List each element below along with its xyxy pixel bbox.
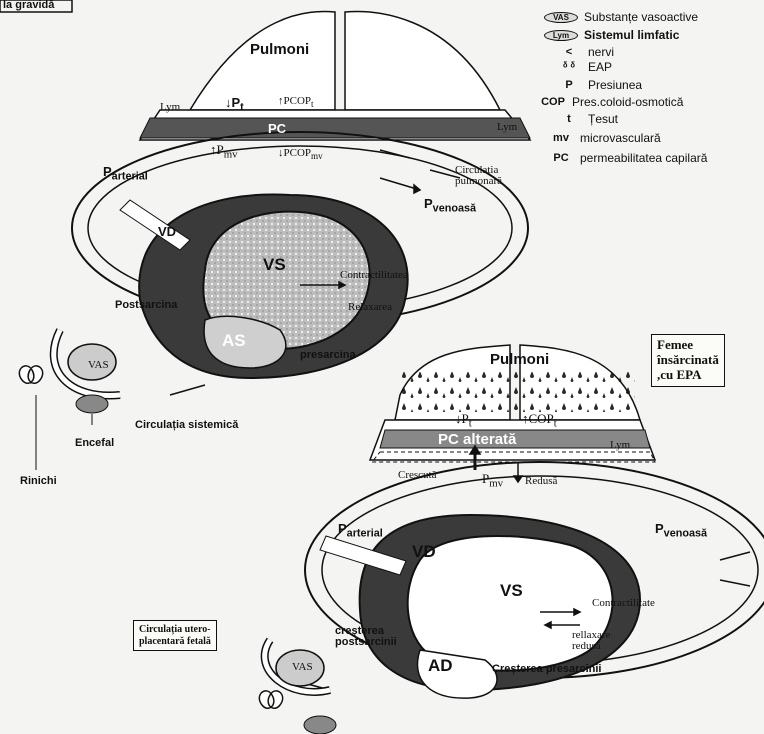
- lymph-icon: Lym: [544, 30, 578, 41]
- top-la-label: AS: [222, 332, 246, 349]
- legend-item: P Presiunea: [556, 78, 642, 92]
- bottom-pt-label: ↓Pt: [455, 412, 472, 429]
- legend-text: nervi: [588, 45, 614, 59]
- bottom-pmv-label: Pmv: [482, 472, 503, 489]
- pc-symbol: PC: [548, 152, 574, 164]
- top-rv-label: VD: [158, 225, 176, 238]
- nerve-icon: <: [556, 46, 582, 58]
- legend-item: ᵟ ᵟ EAP: [556, 60, 612, 74]
- utero-placental-box: Circulația utero- placentară fetală: [133, 620, 217, 651]
- tissue-symbol: t: [556, 113, 582, 125]
- top-p-venous: Pvenoasă: [424, 197, 476, 214]
- bottom-cop-t-label: ↑COPt: [522, 412, 557, 429]
- bottom-increased-label: Crescută: [398, 470, 436, 481]
- vas-icon: VAS: [544, 12, 578, 23]
- top-afterload-label: Postsarcina: [115, 300, 177, 311]
- bottom-reduced-label: Redusă: [525, 476, 557, 487]
- pressure-symbol: P: [556, 79, 582, 91]
- patient-box: Femee însărcinată ,cu EPA: [651, 334, 725, 387]
- top-lungs: [140, 12, 530, 140]
- mv-symbol: mv: [548, 132, 574, 144]
- top-systemic-circ-label: Circulația sistemică: [135, 420, 238, 431]
- bottom-contractility-label: Contractilitate: [592, 598, 655, 609]
- legend-text: Țesut: [588, 112, 618, 126]
- bottom-lungs-label: Pulmoni: [490, 352, 549, 367]
- top-lymph-left: Lym: [160, 102, 180, 113]
- legend-text: EAP: [588, 60, 612, 74]
- top-contractility-label: Contractilitatea: [340, 270, 408, 281]
- top-lv-label: VS: [263, 256, 286, 273]
- bottom-pc-label: PC alterată: [438, 432, 516, 447]
- bottom-p-arterial: Parterial: [338, 522, 383, 539]
- legend-item: PC permeabilitatea capilară: [548, 151, 707, 165]
- kidney-label: Rinichi: [20, 476, 57, 487]
- top-heart: [120, 194, 408, 378]
- bottom-rv-label: VD: [412, 543, 436, 560]
- top-preload-label: presarcina: [300, 350, 356, 361]
- legend-text: Substanțe vasoactive: [584, 10, 698, 24]
- legend-item: < nervi: [556, 45, 614, 59]
- top-pt-label: ↓Pt: [225, 96, 244, 113]
- legend-item: t Țesut: [556, 112, 618, 126]
- legend-text: Pres.coloid-osmotică: [572, 95, 683, 109]
- bottom-systemic: [259, 640, 336, 734]
- top-vas-label: VAS: [88, 360, 109, 371]
- brain-label: Encefal: [75, 438, 114, 449]
- corner-label: la gravidă: [3, 0, 54, 11]
- bottom-lymph-label: Lym: [610, 440, 630, 451]
- top-pcop-t-label: ↑PCOPt: [278, 96, 314, 109]
- edema-drop-icon: ᵟ ᵟ: [556, 61, 582, 73]
- cop-symbol: COP: [540, 96, 566, 108]
- bottom-ra-label: AD: [428, 657, 453, 674]
- bottom-lv-label: VS: [500, 582, 523, 599]
- legend-text: Sistemul limfatic: [584, 28, 679, 42]
- legend-text: permeabilitatea capilară: [580, 151, 707, 165]
- bottom-preload-label: Creșterea presarcinii: [492, 664, 601, 675]
- legend-text: Presiunea: [588, 78, 642, 92]
- bottom-vas-label: VAS: [292, 662, 313, 673]
- top-pc-label: PC: [268, 122, 286, 135]
- legend-item: COP Pres.coloid-osmotică: [540, 95, 683, 109]
- top-p-arterial: Parterial: [103, 165, 148, 182]
- legend-text: microvasculară: [580, 131, 661, 145]
- legend-item: VAS Substanțe vasoactive: [544, 10, 698, 24]
- bottom-p-venous: Pvenoasă: [655, 522, 707, 539]
- top-relaxation-label: Relaxarea: [348, 302, 392, 313]
- legend-item: mv microvasculară: [548, 131, 661, 145]
- top-pmv-label: ↑Pmv: [210, 143, 238, 160]
- top-lungs-label: Pulmoni: [250, 42, 309, 57]
- legend-item: Lym Sistemul limfatic: [544, 28, 679, 42]
- top-pcop-mv-label: ↓PCOPmv: [278, 148, 323, 161]
- top-lymph-right: Lym: [497, 122, 517, 133]
